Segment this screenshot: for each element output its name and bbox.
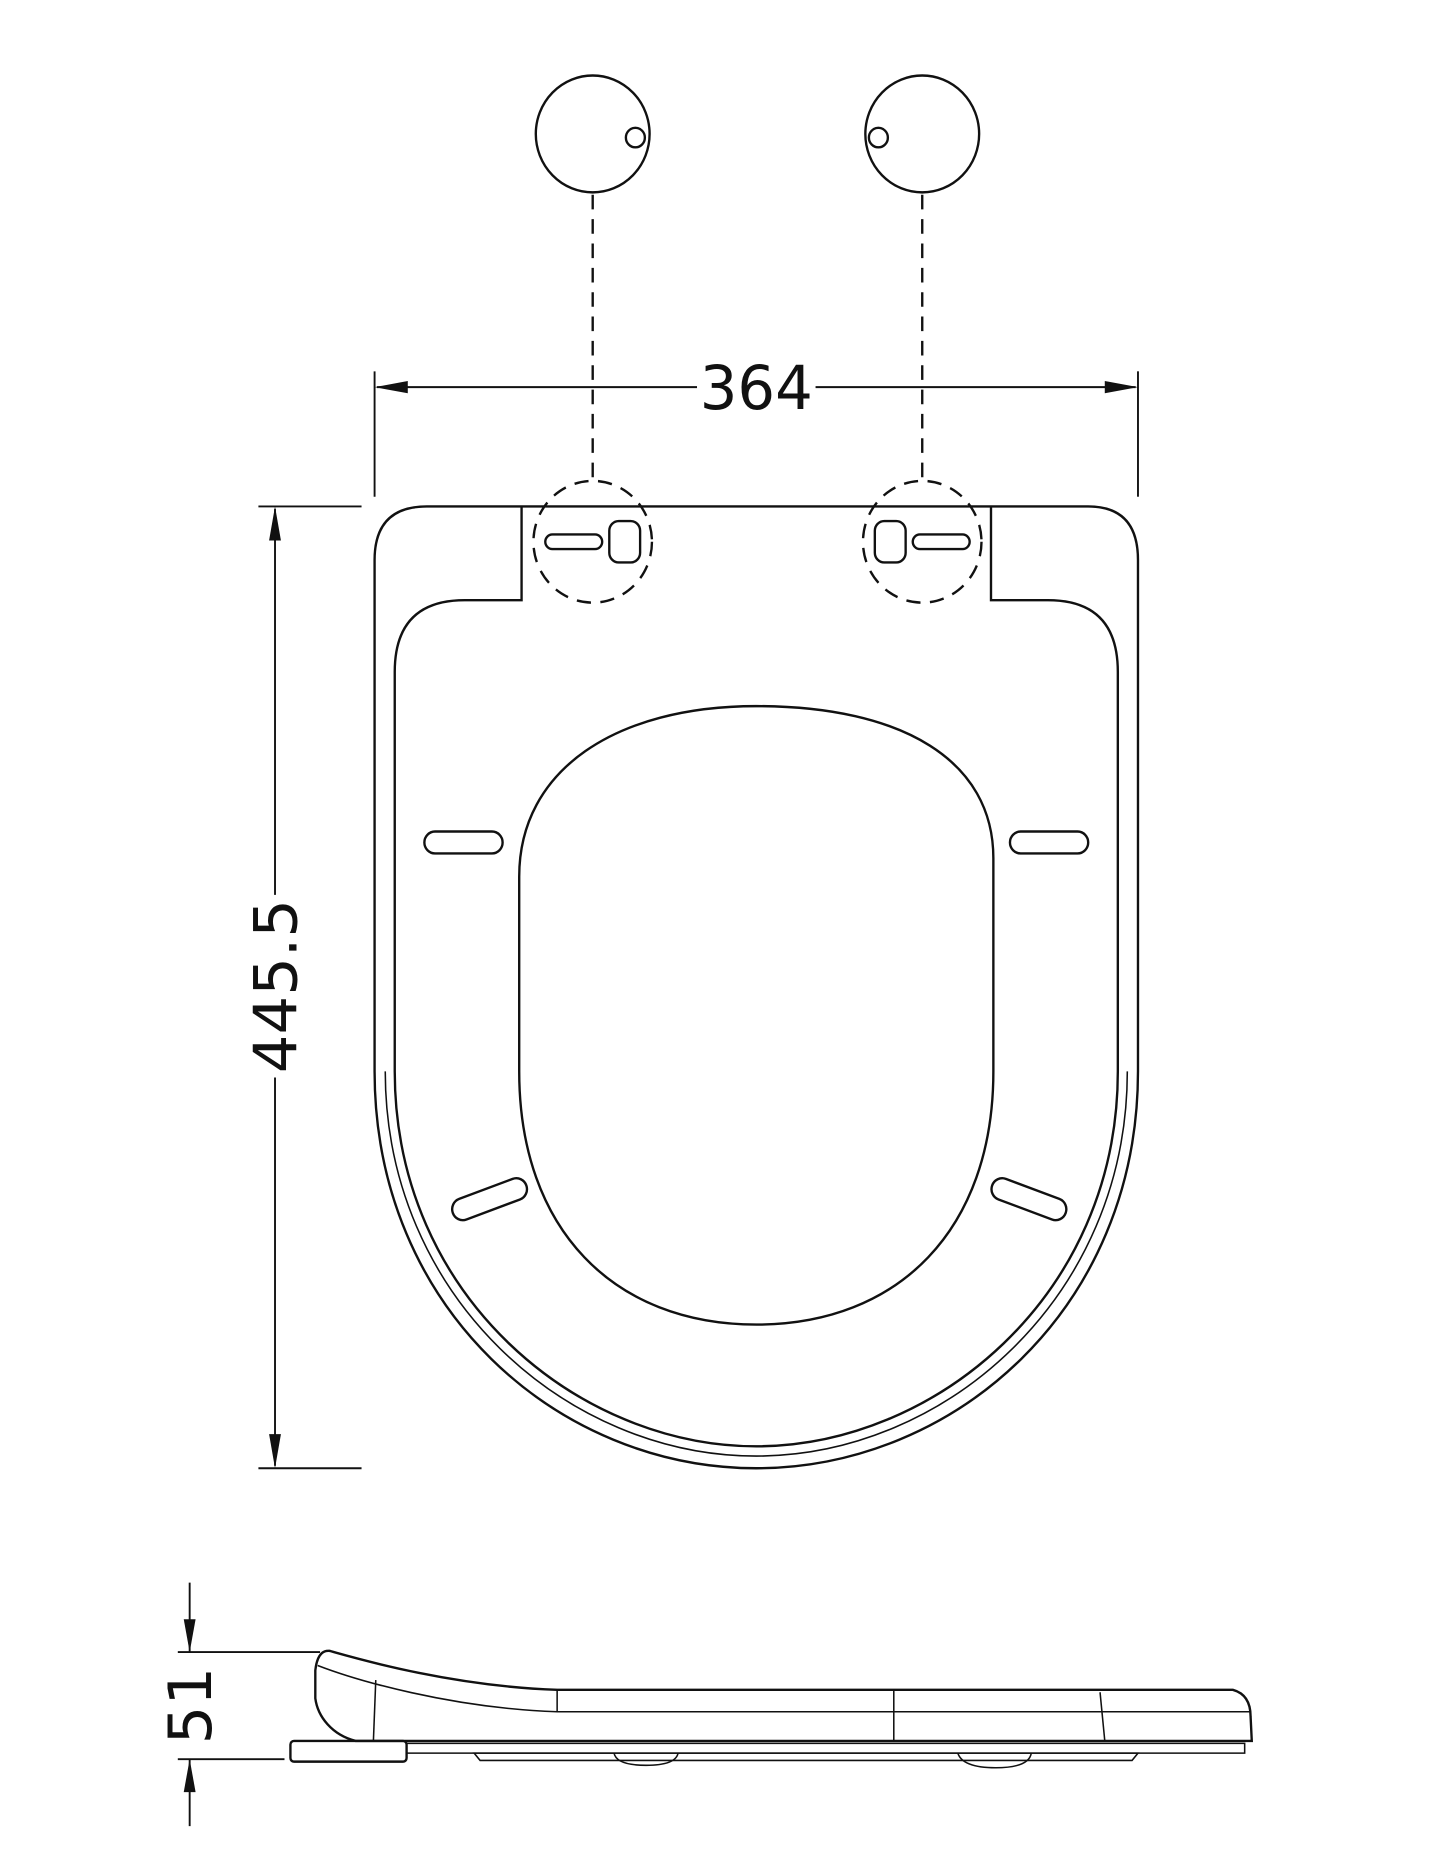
seat-opening [518, 704, 995, 1326]
width-dimension-label: 364 [700, 353, 813, 424]
slot [450, 1177, 529, 1222]
height-dimension-label: 51 [157, 1667, 226, 1744]
fixing-disc-right [864, 74, 981, 194]
length-dimension-label: 445.5 [242, 899, 311, 1073]
slot [1008, 830, 1090, 855]
slot [423, 830, 504, 855]
fixing-disc-left [534, 74, 651, 194]
hinge-base [289, 1739, 408, 1763]
width-dimension: 364 [373, 353, 1139, 497]
seat-plan-view [373, 505, 1140, 1470]
length-dimension: 445.5 [242, 505, 362, 1470]
hinge-left [532, 479, 654, 604]
height-dimension: 51 [157, 1582, 321, 1827]
hinge-right [861, 479, 983, 604]
slot [990, 1177, 1068, 1222]
seat-side-view [289, 1649, 1254, 1769]
